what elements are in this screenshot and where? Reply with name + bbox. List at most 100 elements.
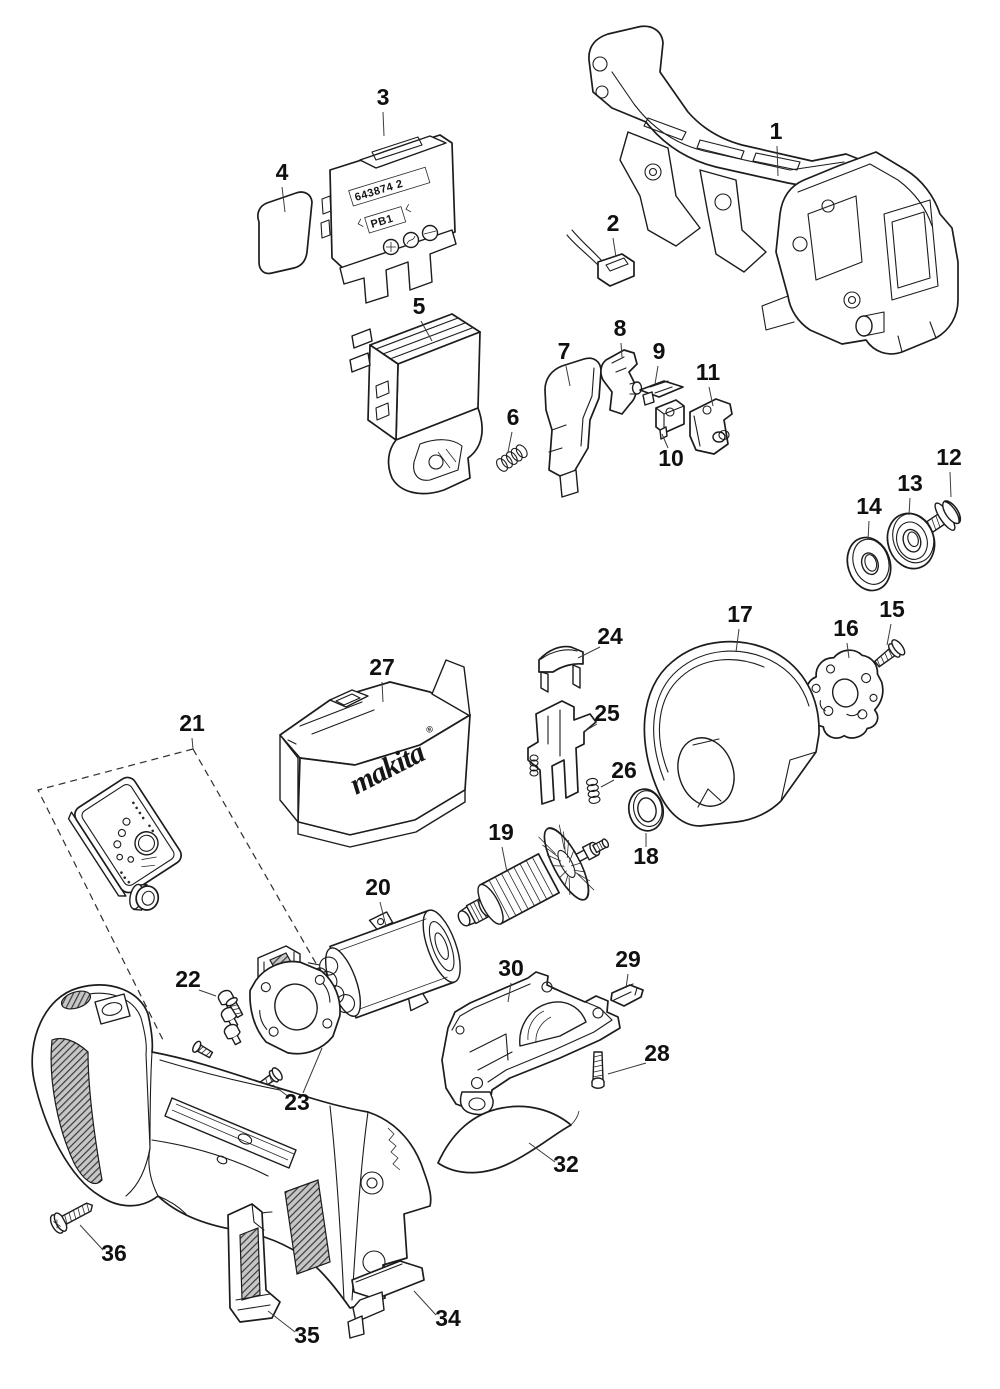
part-11-bracket [689, 398, 733, 455]
part-28-screw [591, 1051, 605, 1089]
callout-leader-5 [420, 320, 433, 342]
part-number-4: 4 [276, 159, 289, 185]
part-5-switch [349, 313, 483, 495]
part-number-29: 29 [615, 946, 641, 972]
housing-boss-cylinder [855, 311, 885, 337]
part-19-armature [457, 824, 610, 927]
callout-leader-12 [949, 471, 952, 498]
part-26-spring [585, 777, 601, 804]
part-number-32: 32 [553, 1151, 579, 1177]
callout-leader-24 [577, 646, 601, 659]
part-17-blade-guard [643, 640, 820, 827]
part-24-cap [538, 645, 584, 693]
part-6-spring [495, 444, 528, 472]
part-number-6: 6 [507, 404, 520, 430]
callout-leader-34 [413, 1290, 437, 1316]
part-9-plate [639, 380, 684, 406]
part-number-27: 27 [369, 654, 395, 680]
callout-leader-8 [620, 342, 623, 358]
callout-leader-3 [382, 111, 385, 137]
part-number-12: 12 [936, 444, 962, 470]
part-25-lock-plate [527, 700, 597, 805]
part-number-18: 18 [633, 843, 659, 869]
part-number-9: 9 [653, 338, 666, 364]
panel-grommet [129, 883, 160, 911]
part-number-35: 35 [294, 1322, 320, 1348]
part-number-30: 30 [498, 955, 524, 981]
part-15-screw [874, 639, 906, 668]
callout-leader-36 [79, 1224, 104, 1251]
registered-mark: ® [424, 723, 435, 735]
part-14-flange-inner [846, 536, 892, 592]
callout-leader-20 [379, 901, 387, 927]
part-number-20: 20 [365, 874, 391, 900]
part-number-19: 19 [488, 819, 514, 845]
part-number-13: 13 [897, 470, 923, 496]
part-8-lock-lever [600, 349, 643, 415]
part-number-14: 14 [856, 493, 882, 519]
callout-leader-9 [654, 365, 659, 385]
callout-leader-25 [584, 723, 598, 732]
callout-leader-14 [867, 520, 870, 541]
part-number-15: 15 [879, 596, 905, 622]
part-35-grip-cover [227, 1203, 281, 1323]
callout-leader-30 [507, 982, 512, 1003]
part-27-battery-cover: makita ® [279, 659, 471, 848]
callout-leader-19 [501, 846, 508, 873]
callout-layer: 1234567891011121314151617181920212223242… [79, 84, 962, 1348]
part-number-16: 16 [833, 615, 859, 641]
callout-leader-35 [267, 1310, 296, 1333]
callout-leader-6 [507, 431, 513, 453]
part-4-label [257, 191, 313, 275]
part-36-screw [49, 1202, 94, 1234]
part-number-22: 22 [175, 966, 201, 992]
callout-leader-29 [625, 973, 629, 989]
callout-leader-15 [886, 623, 892, 646]
part-16-baffle-plate [805, 649, 884, 739]
callout-leader-13 [908, 497, 911, 516]
part-number-7: 7 [558, 338, 571, 364]
part-number-36: 36 [101, 1240, 127, 1266]
part-1-housing-frame [588, 25, 959, 355]
callout-leader-17 [735, 628, 740, 653]
callout-leader-2 [612, 237, 617, 258]
part-number-5: 5 [413, 293, 426, 319]
part-7-lever [544, 357, 602, 498]
callout-leader-11 [708, 386, 714, 407]
part-3-controller: 643874 2 PB1 [320, 134, 457, 304]
part-number-23: 23 [284, 1089, 310, 1115]
callout-leader-23 [272, 1084, 290, 1098]
part-number-28: 28 [644, 1040, 670, 1066]
part-22-screws [192, 989, 244, 1059]
callout-leader-32 [528, 1142, 556, 1163]
part-10-block [655, 399, 685, 440]
callout-leader-1 [776, 145, 779, 177]
callout-leader-16 [846, 642, 850, 659]
part-number-34: 34 [435, 1305, 461, 1331]
part-number-1: 1 [770, 118, 783, 144]
callout-leader-21 [191, 737, 194, 750]
bearing-retainer-plate [249, 960, 341, 1055]
part-2-wire-unit [566, 229, 635, 287]
callout-leader-22 [198, 989, 217, 997]
housing-half [31, 984, 432, 1309]
callout-leader-7 [565, 365, 571, 387]
part-18-ring [627, 788, 665, 832]
callout-leader-4 [281, 186, 286, 213]
part-number-2: 2 [607, 210, 620, 236]
part-21-panel-assembly [37, 748, 338, 1041]
part-20-field [307, 909, 461, 1019]
callout-leader-28 [607, 1062, 647, 1075]
part-13-flange-outer [886, 512, 936, 570]
part-30-motor-base [441, 971, 621, 1116]
part-number-11: 11 [696, 359, 721, 385]
part-32-sheet [437, 1105, 580, 1174]
part-number-8: 8 [614, 315, 627, 341]
callout-leader-26 [600, 779, 615, 788]
part-number-26: 26 [611, 757, 637, 783]
part-number-25: 25 [594, 700, 620, 726]
part-number-3: 3 [377, 84, 390, 110]
part-number-21: 21 [179, 710, 205, 736]
